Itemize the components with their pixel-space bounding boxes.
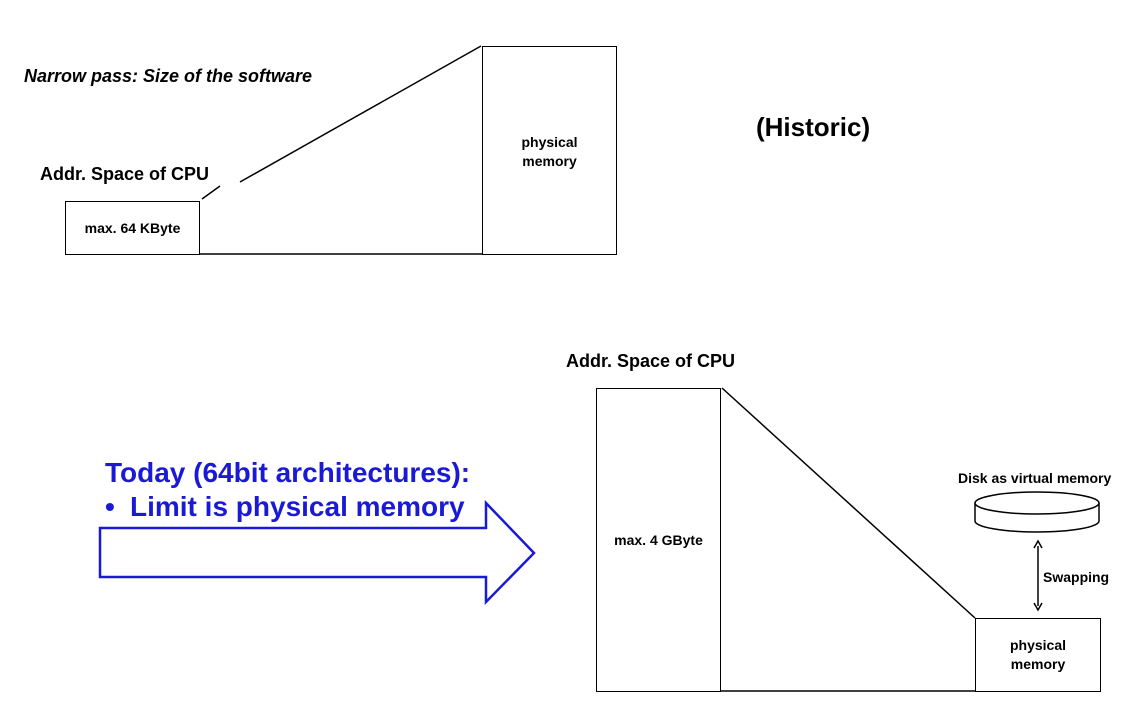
today-physical-memory-label: physical memory xyxy=(1009,637,1067,672)
historic-cpu-address-box: max. 64 KByte xyxy=(65,201,200,255)
today-addr-space-title: Addr. Space of CPU xyxy=(566,351,736,371)
disk-virtual-memory-label: Disk as virtual memory xyxy=(958,470,1112,486)
narrow-pass-note: Narrow pass: Size of the software xyxy=(24,66,313,86)
today-cpu-address-box: max. 4 GByte xyxy=(596,388,721,692)
today-text-block: Today (64bit architectures): • Limit is … xyxy=(105,456,470,524)
today-cpu-box-label: max. 4 GByte xyxy=(614,531,703,548)
swapping-label: Swapping xyxy=(1043,569,1110,585)
historic-funnel-connector xyxy=(201,185,221,200)
historic-label: (Historic) xyxy=(756,112,871,142)
today-physical-memory-box: physical memory xyxy=(975,618,1101,692)
historic-physical-memory-label: physical memory xyxy=(521,134,578,169)
today-heading: Today (64bit architectures): xyxy=(105,457,471,488)
today-bullet-text: Limit is physical memory xyxy=(130,491,465,522)
disk-icon xyxy=(974,491,1100,533)
today-funnel-top-line xyxy=(721,387,976,619)
historic-cpu-box-label: max. 64 KByte xyxy=(84,219,181,236)
today-bullet-line: • Limit is physical memory xyxy=(105,490,470,524)
bullet-marker: • xyxy=(105,491,115,522)
historic-addr-space-title: Addr. Space of CPU xyxy=(40,164,210,184)
historic-physical-memory-box: physical memory xyxy=(482,46,617,255)
swapping-arrow-icon xyxy=(1033,539,1043,612)
